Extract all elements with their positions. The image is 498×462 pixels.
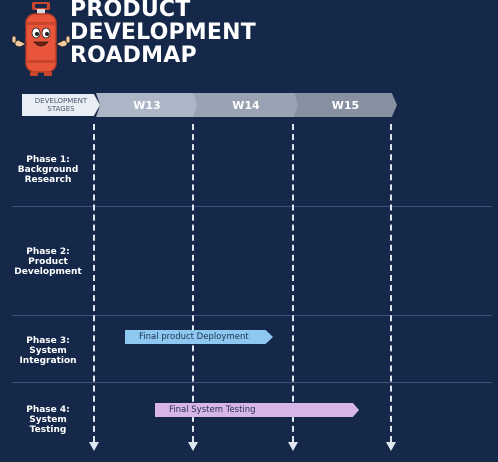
arrow-down-icon	[89, 442, 99, 451]
phase-3-name-line-2: Integration	[19, 356, 77, 366]
stages-label-line-1: DEVELOPMENT	[34, 97, 88, 105]
phase-2-name-line-2: Development	[14, 267, 82, 277]
phase-2-label: Phase 2: Product Development	[10, 247, 86, 277]
phase-4-name-line-1: System	[29, 415, 67, 425]
phase-3-label: Phase 3: System Integration	[10, 336, 86, 366]
development-stages-header: DEVELOPMENT STAGES	[22, 94, 100, 116]
phase-3-title: Phase 3:	[26, 336, 70, 346]
title-line-2: DEVELOPMENT	[70, 20, 256, 45]
phase-2-name-line-1: Product	[28, 257, 68, 267]
phase-4-name-line-2: Testing	[29, 425, 67, 435]
row-separator	[12, 315, 492, 316]
row-separator	[12, 382, 492, 383]
timeline-marker-line	[292, 124, 294, 442]
phase-1-name-line-2: Research	[24, 175, 72, 185]
week-header-w14: W14	[193, 93, 299, 117]
arrow-down-icon	[188, 442, 198, 451]
row-separator	[12, 206, 492, 207]
timeline-marker-line	[390, 124, 392, 442]
timeline-marker-line	[192, 124, 194, 442]
timeline-marker-line	[93, 124, 95, 442]
page-title: PRODUCT DEVELOPMENT ROADMAP	[70, 0, 256, 67]
title-line-3: ROADMAP	[70, 43, 197, 68]
phase-2-title: Phase 2:	[26, 247, 70, 257]
phase-1-title: Phase 1:	[26, 155, 70, 165]
phase-4-title: Phase 4:	[26, 405, 70, 415]
phase-3-name-line-1: System	[29, 346, 67, 356]
phase-1-name-line-1: Background	[17, 165, 79, 175]
title-line-1: PRODUCT	[70, 0, 191, 22]
gas-cylinder-mascot-icon	[6, 0, 76, 80]
task-bar-final-system-testing[interactable]: Final System Testing	[155, 403, 359, 417]
arrow-down-icon	[288, 442, 298, 451]
week-header-w13: W13	[96, 93, 198, 117]
arrow-down-icon	[386, 442, 396, 451]
phase-4-label: Phase 4: System Testing	[10, 405, 86, 435]
task-bar-final-product-deployment[interactable]: Final product Deployment	[125, 330, 273, 344]
stages-label-line-2: STAGES	[47, 105, 75, 113]
phase-1-label: Phase 1: Background Research	[10, 155, 86, 185]
week-header-w15: W15	[294, 93, 397, 117]
